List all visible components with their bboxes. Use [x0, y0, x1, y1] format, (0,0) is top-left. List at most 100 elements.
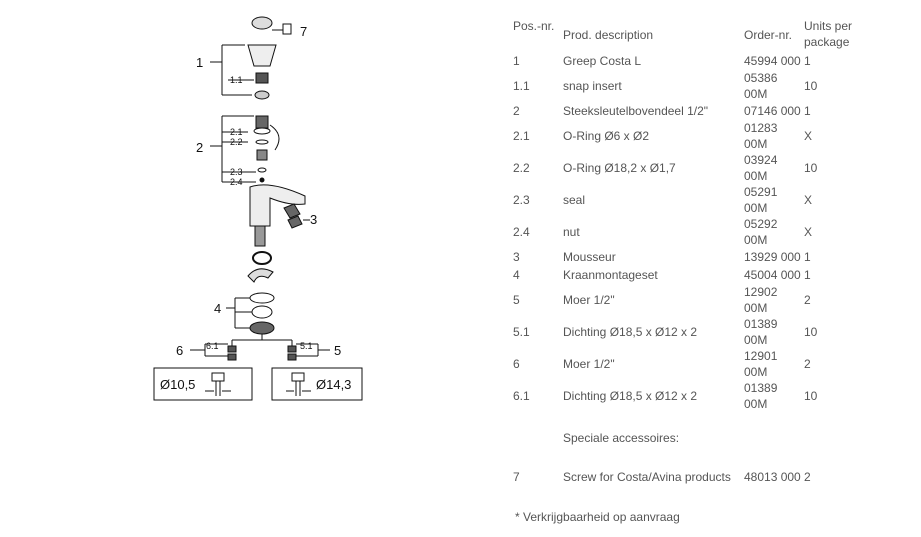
table-row: 5.1 Dichting Ø18,5 x Ø12 x 2 01389 00M 10 — [513, 316, 874, 348]
table-row: 7 Screw for Costa/Avina products 48013 0… — [513, 458, 874, 496]
exploded-parts-diagram: 7 1 1.1 2 2.1 2.2 2.3 2.4 3 4 6 6.1 5.1 … — [153, 16, 363, 401]
cell-desc: Moer 1/2" — [563, 293, 615, 307]
label-4: 4 — [214, 301, 221, 316]
cell-units: 2 — [804, 293, 811, 307]
cell-pos: 1.1 — [513, 79, 530, 93]
cell-order: 05292 00M — [744, 217, 778, 247]
label-6-1: 6.1 — [206, 341, 219, 351]
label-3: 3 — [310, 212, 317, 227]
cell-desc: Moer 1/2" — [563, 357, 615, 371]
cell-pos: 7 — [513, 470, 520, 484]
cell-units: X — [804, 129, 813, 143]
dimension-box-right — [271, 367, 363, 401]
table-row: 6 Moer 1/2" 12901 00M 2 — [513, 348, 874, 380]
cell-units: 10 — [804, 79, 818, 93]
cell-order: 01389 00M — [744, 317, 778, 347]
header-pos: Pos.-nr. — [513, 19, 555, 33]
cell-order: 03924 00M — [744, 153, 778, 183]
cell-pos: 2.1 — [513, 129, 530, 143]
cell-desc: seal — [563, 193, 586, 207]
cell-order: 01389 00M — [744, 381, 778, 411]
cell-pos: 2.2 — [513, 161, 530, 175]
label-2-4: 2.4 — [230, 177, 243, 187]
cell-units: 1 — [804, 104, 811, 118]
cell-units: 1 — [804, 250, 811, 264]
cell-order: 05386 00M — [744, 71, 778, 101]
label-1: 1 — [196, 55, 203, 70]
cell-pos: 2.4 — [513, 225, 530, 239]
cell-units: 10 — [804, 389, 818, 403]
cell-units: X — [804, 225, 813, 239]
cell-desc: O-Ring Ø18,2 x Ø1,7 — [563, 161, 676, 175]
label-5: 5 — [334, 343, 341, 358]
cell-units: X — [804, 193, 813, 207]
cell-pos: 4 — [513, 268, 520, 282]
cell-order: 45994 000 — [744, 54, 801, 68]
cell-pos: 1 — [513, 54, 520, 68]
header-desc: Prod. description — [563, 28, 654, 42]
cell-desc: Dichting Ø18,5 x Ø12 x 2 — [563, 325, 698, 339]
table-row: 5 Moer 1/2" 12902 00M 2 — [513, 284, 874, 316]
cell-order: 45004 000 — [744, 268, 801, 282]
cell-order: 12901 00M — [744, 349, 778, 379]
dimension-left: Ø10,5 — [160, 377, 195, 392]
cell-pos: 6.1 — [513, 389, 530, 403]
cell-order: 12902 00M — [744, 285, 778, 315]
section-title: Speciale accessoires: — [563, 431, 680, 445]
table-row: 2.4 nut 05292 00M X — [513, 216, 874, 248]
label-1-1: 1.1 — [230, 75, 243, 85]
table-row: 6.1 Dichting Ø18,5 x Ø12 x 2 01389 00M 10 — [513, 380, 874, 412]
dimension-right: Ø14,3 — [316, 377, 351, 392]
table-row: 2.2 O-Ring Ø18,2 x Ø1,7 03924 00M 10 — [513, 152, 874, 184]
cell-order: 07146 000 — [744, 104, 801, 118]
label-2: 2 — [196, 140, 203, 155]
cell-desc: nut — [563, 225, 580, 239]
cell-order: 48013 000 — [744, 470, 801, 484]
cell-pos: 5 — [513, 293, 520, 307]
table-header: Pos.-nr. Prod. description Order-nr. Uni… — [513, 18, 874, 52]
faucet-body — [249, 184, 306, 227]
cell-desc: Steeksleutelbovendeel 1/2" — [563, 104, 709, 118]
cell-pos: 3 — [513, 250, 520, 264]
footnote: * Verkrijgbaarheid op aanvraag — [515, 510, 680, 524]
cell-pos: 5.1 — [513, 325, 530, 339]
cell-units: 1 — [804, 54, 811, 68]
cell-desc: Mousseur — [563, 250, 616, 264]
cell-units: 10 — [804, 325, 818, 339]
parts-table: Pos.-nr. Prod. description Order-nr. Uni… — [513, 18, 874, 496]
label-5-1: 5.1 — [300, 341, 313, 351]
cell-units: 10 — [804, 161, 818, 175]
table-row: 2.3 seal 05291 00M X — [513, 184, 874, 216]
label-2-3: 2.3 — [230, 167, 243, 177]
header-units: Units per package — [804, 19, 853, 49]
cell-order: 01283 00M — [744, 121, 778, 151]
cell-desc: Dichting Ø18,5 x Ø12 x 2 — [563, 389, 698, 403]
table-row: 2.1 O-Ring Ø6 x Ø2 01283 00M X — [513, 120, 874, 152]
dimension-box-left — [153, 367, 253, 401]
cell-pos: 6 — [513, 357, 520, 371]
handle-part — [247, 44, 277, 67]
label-2-1: 2.1 — [230, 127, 243, 137]
cell-order: 05291 00M — [744, 185, 778, 215]
cell-units: 1 — [804, 268, 811, 282]
label-6: 6 — [176, 343, 183, 358]
cell-units: 2 — [804, 470, 811, 484]
cell-pos: 2.3 — [513, 193, 530, 207]
label-7: 7 — [300, 24, 307, 39]
cell-order: 13929 000 — [744, 250, 801, 264]
cell-pos: 2 — [513, 104, 520, 118]
table-row: 1.1 snap insert 05386 00M 10 — [513, 70, 874, 102]
screw-7-icon — [282, 23, 292, 35]
header-order: Order-nr. — [744, 28, 793, 42]
label-2-2: 2.2 — [230, 137, 243, 147]
cell-desc: snap insert — [563, 79, 622, 93]
cap-part — [251, 16, 273, 30]
cell-units: 2 — [804, 357, 811, 371]
cell-desc: O-Ring Ø6 x Ø2 — [563, 129, 650, 143]
cell-desc: Kraanmontageset — [563, 268, 658, 282]
cell-desc: Screw for Costa/Avina products — [563, 470, 731, 484]
